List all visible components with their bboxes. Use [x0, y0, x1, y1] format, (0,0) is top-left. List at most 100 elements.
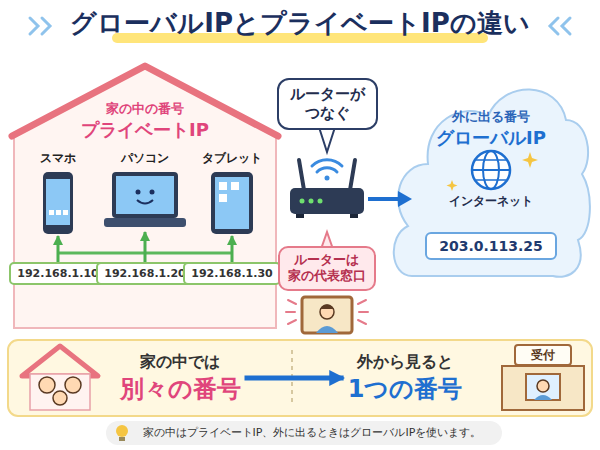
reception-icon-part — [534, 395, 552, 400]
tablet-icon-part — [211, 172, 253, 234]
node-text: ルーターは 家の代表窓口 — [287, 252, 366, 285]
ip-box: 203.0.113.25 — [425, 232, 557, 260]
router-icon-part — [296, 214, 304, 218]
summary-text: 外から見ると1つの番号 — [348, 352, 463, 405]
laptop-icon-part — [137, 200, 153, 204]
phone-icon — [41, 170, 75, 236]
tablet-icon — [209, 170, 255, 236]
router-icon-part — [290, 188, 364, 214]
router-icon-part — [350, 214, 358, 218]
phone-icon-part — [49, 210, 54, 215]
caption-pill — [106, 421, 502, 445]
window-icon — [286, 297, 368, 333]
router-icon-part — [312, 160, 342, 172]
speech-bubble: ルーターは 家の代表窓口 — [278, 246, 375, 291]
node-text: 外に出る番号 — [388, 108, 594, 126]
globe-icon-part — [447, 180, 458, 191]
node-text: 別々の番号 — [120, 373, 241, 405]
net-arrow-part — [368, 197, 400, 201]
node-text: 203.0.113.25 — [439, 238, 543, 254]
globe-icon-part — [476, 160, 506, 180]
node-text: 192.168.1.10 — [17, 267, 98, 280]
net-arrow-part — [398, 191, 412, 207]
router-icon — [290, 160, 364, 218]
laptop-icon-part — [150, 190, 155, 195]
window-icon-part — [302, 297, 352, 333]
summary-band-part — [8, 340, 592, 416]
connector — [245, 376, 344, 381]
laptop-icon-part — [104, 218, 186, 227]
node-text: タブレット — [202, 150, 262, 167]
laptop-icon-part — [116, 176, 174, 214]
phone-icon-part — [63, 210, 68, 215]
node-text: 外から見ると — [348, 352, 463, 373]
reception-icon-part — [537, 380, 549, 392]
title-decoration-part — [30, 18, 50, 34]
node-text: 家の中の番号 — [8, 100, 282, 118]
family-house-icon-part — [53, 391, 67, 405]
router-icon-part — [325, 176, 330, 181]
reception-icon — [502, 345, 584, 410]
tablet-icon-part — [219, 182, 227, 190]
globe-icon — [447, 151, 539, 191]
globe-icon-part — [522, 152, 538, 168]
laptop-icon — [102, 170, 188, 232]
bubble-tail — [318, 124, 336, 252]
node-text: スマホ — [40, 150, 76, 167]
title: グローバルIPとプライベートIPの違い — [0, 6, 600, 41]
tablet-icon-part — [231, 182, 239, 190]
phone-icon-part — [43, 172, 73, 234]
family-house-icon-part — [65, 377, 81, 393]
node-text: ルーターが つなぐ — [287, 85, 368, 123]
caption-pill-part — [106, 421, 502, 445]
ip-box: 192.168.1.10 — [9, 262, 106, 285]
caption: 家の中はプライベートIP、外に出るときはグローバルIPを使います。 — [143, 425, 482, 440]
tablet-icon-part — [219, 194, 227, 202]
device: スマホ — [40, 150, 76, 236]
device: タブレット — [202, 150, 262, 236]
cloud-region: 外に出る番号グローバルIP 203.0.113.25 — [388, 74, 594, 289]
label: 受付 — [531, 347, 555, 364]
laptop-icon-part — [112, 172, 178, 218]
phone-icon-part — [46, 179, 70, 225]
router-icon-part — [350, 160, 355, 190]
window-icon-part — [286, 300, 368, 324]
router-icon-part — [309, 199, 314, 204]
router-icon-part — [318, 199, 323, 204]
device: パソコン — [102, 150, 188, 232]
tablet-icon-part — [215, 177, 249, 229]
caption-pill-part — [116, 425, 128, 437]
laptop-icon-part — [136, 190, 141, 195]
connector — [230, 236, 233, 262]
globe-icon-part — [472, 169, 510, 171]
speech-bubble: ルーターが つなぐ — [277, 78, 378, 130]
connector — [143, 232, 146, 262]
node-text: プライベートIP — [8, 118, 282, 142]
window-icon-part — [320, 305, 334, 310]
node-text: 192.168.1.30 — [191, 267, 272, 280]
reception-icon-part — [502, 366, 584, 410]
node-text: グローバルIP — [388, 126, 594, 150]
caption-pill-part — [119, 437, 125, 441]
reception-icon-part — [526, 374, 560, 400]
node-text: パソコン — [102, 150, 188, 167]
node-text: 192.168.1.20 — [104, 267, 185, 280]
label: インターネット — [449, 193, 533, 210]
family-house-icon-part — [22, 346, 98, 376]
net-arrow — [368, 191, 412, 207]
family-house-icon — [22, 346, 98, 410]
house-region: 家の中の番号プライベートIP スマホ パソコンタブレット 192.168.1.10 19… — [8, 62, 282, 332]
ip-box: 192.168.1.20 — [96, 262, 193, 285]
summary-text: 家の中では別々の番号 — [120, 352, 241, 405]
family-house-icon-part — [30, 374, 90, 410]
connector — [56, 236, 59, 262]
summary-band — [8, 340, 592, 416]
node-text: 1つの番号 — [348, 373, 463, 405]
window-icon-part — [316, 326, 338, 333]
globe-icon-part — [472, 151, 510, 189]
family-house-icon-part — [39, 377, 55, 393]
title-decoration-part — [550, 18, 570, 34]
